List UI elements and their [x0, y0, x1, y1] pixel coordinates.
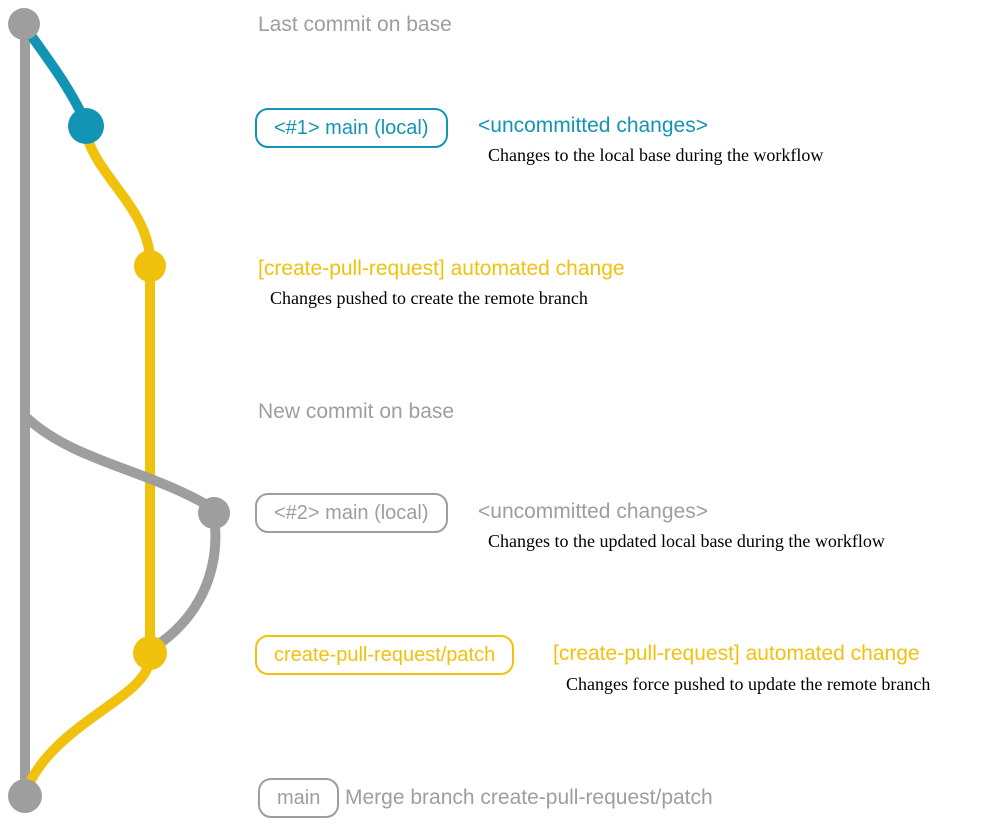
- commit2-title: <uncommitted changes>: [478, 500, 708, 523]
- local-main-branch-curve-2: [22, 413, 217, 513]
- local-main-branch-curve-1: [20, 22, 91, 129]
- commit1-title: <uncommitted changes>: [478, 114, 708, 137]
- commit-node-base-last: [8, 8, 40, 40]
- push2-note: Changes force pushed to update the remot…: [566, 674, 931, 694]
- push2-title: [create-pull-request] automated change: [553, 642, 920, 665]
- commit-node-local-1: [68, 108, 104, 144]
- rebase-merge-curve: [151, 510, 221, 651]
- branch-badge-main: main: [258, 778, 340, 818]
- commit2-note: Changes to the updated local base during…: [488, 531, 885, 551]
- push1-title: [create-pull-request] automated change: [258, 257, 625, 280]
- commit-graph: [8, 8, 230, 813]
- merge-to-base-curve: [22, 661, 153, 793]
- commit1-note: Changes to the local base during the wor…: [488, 145, 824, 165]
- branch-badge-main-local-1: <#1> main (local): [255, 108, 448, 148]
- new-commit-label: New commit on base: [258, 400, 455, 423]
- last-commit-label: Last commit on base: [258, 13, 452, 36]
- branch-badge-create-pull-request-patch: create-pull-request/patch: [255, 635, 515, 675]
- branch-badge-main-local-2: <#2> main (local): [255, 493, 448, 533]
- patch-branch-curve-1: [83, 135, 155, 263]
- commit-node-patch-1: [134, 250, 166, 282]
- push1-note: Changes pushed to create the remote bran…: [270, 288, 588, 308]
- commit-node-patch-2: [133, 636, 167, 670]
- merge-label: Merge branch create-pull-request/patch: [345, 786, 713, 809]
- commit-node-base-merge: [8, 779, 42, 813]
- commit-node-local-2: [198, 497, 230, 529]
